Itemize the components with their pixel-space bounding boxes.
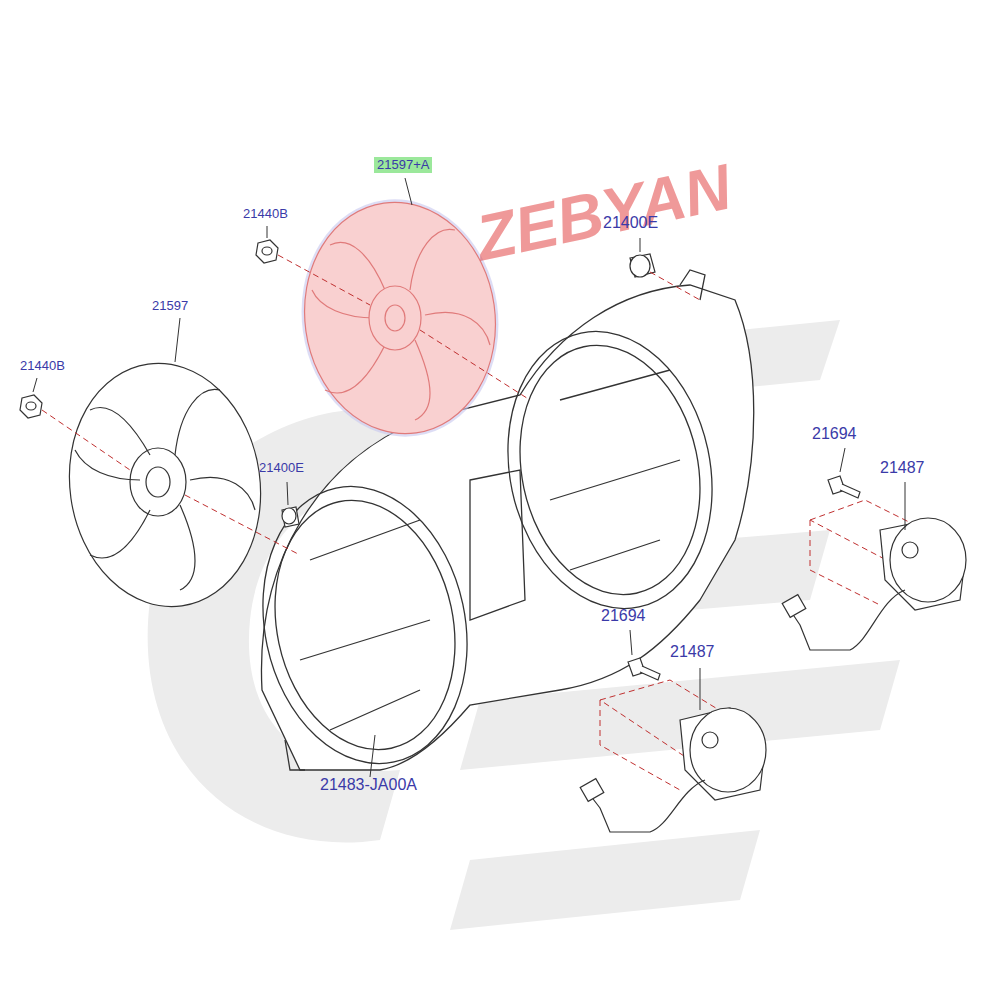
callout-number: 21487 [880, 459, 925, 477]
callout-number: 21400E [603, 214, 658, 232]
callout-number: 21694 [812, 425, 857, 443]
fan-motor [580, 518, 966, 832]
callout-number: 21597 [152, 299, 188, 313]
callout-number: 21694 [601, 607, 646, 625]
callout-number: 21400E [259, 461, 304, 475]
highlighted-callout: 21597+A [374, 157, 432, 173]
callout-number: 21440B [243, 207, 288, 221]
fan-blade [54, 351, 276, 619]
watermark-text: ZEBYAN [470, 151, 737, 274]
callout-number: 21440B [20, 359, 65, 373]
callout-number: 21483-JA00A [320, 776, 417, 794]
callout-number: 21597+A [377, 158, 429, 172]
bolt [628, 476, 860, 680]
center-line [42, 255, 965, 790]
callout-number: 21487 [670, 643, 715, 661]
leader-line [33, 178, 905, 777]
nut-grommet [20, 240, 655, 527]
